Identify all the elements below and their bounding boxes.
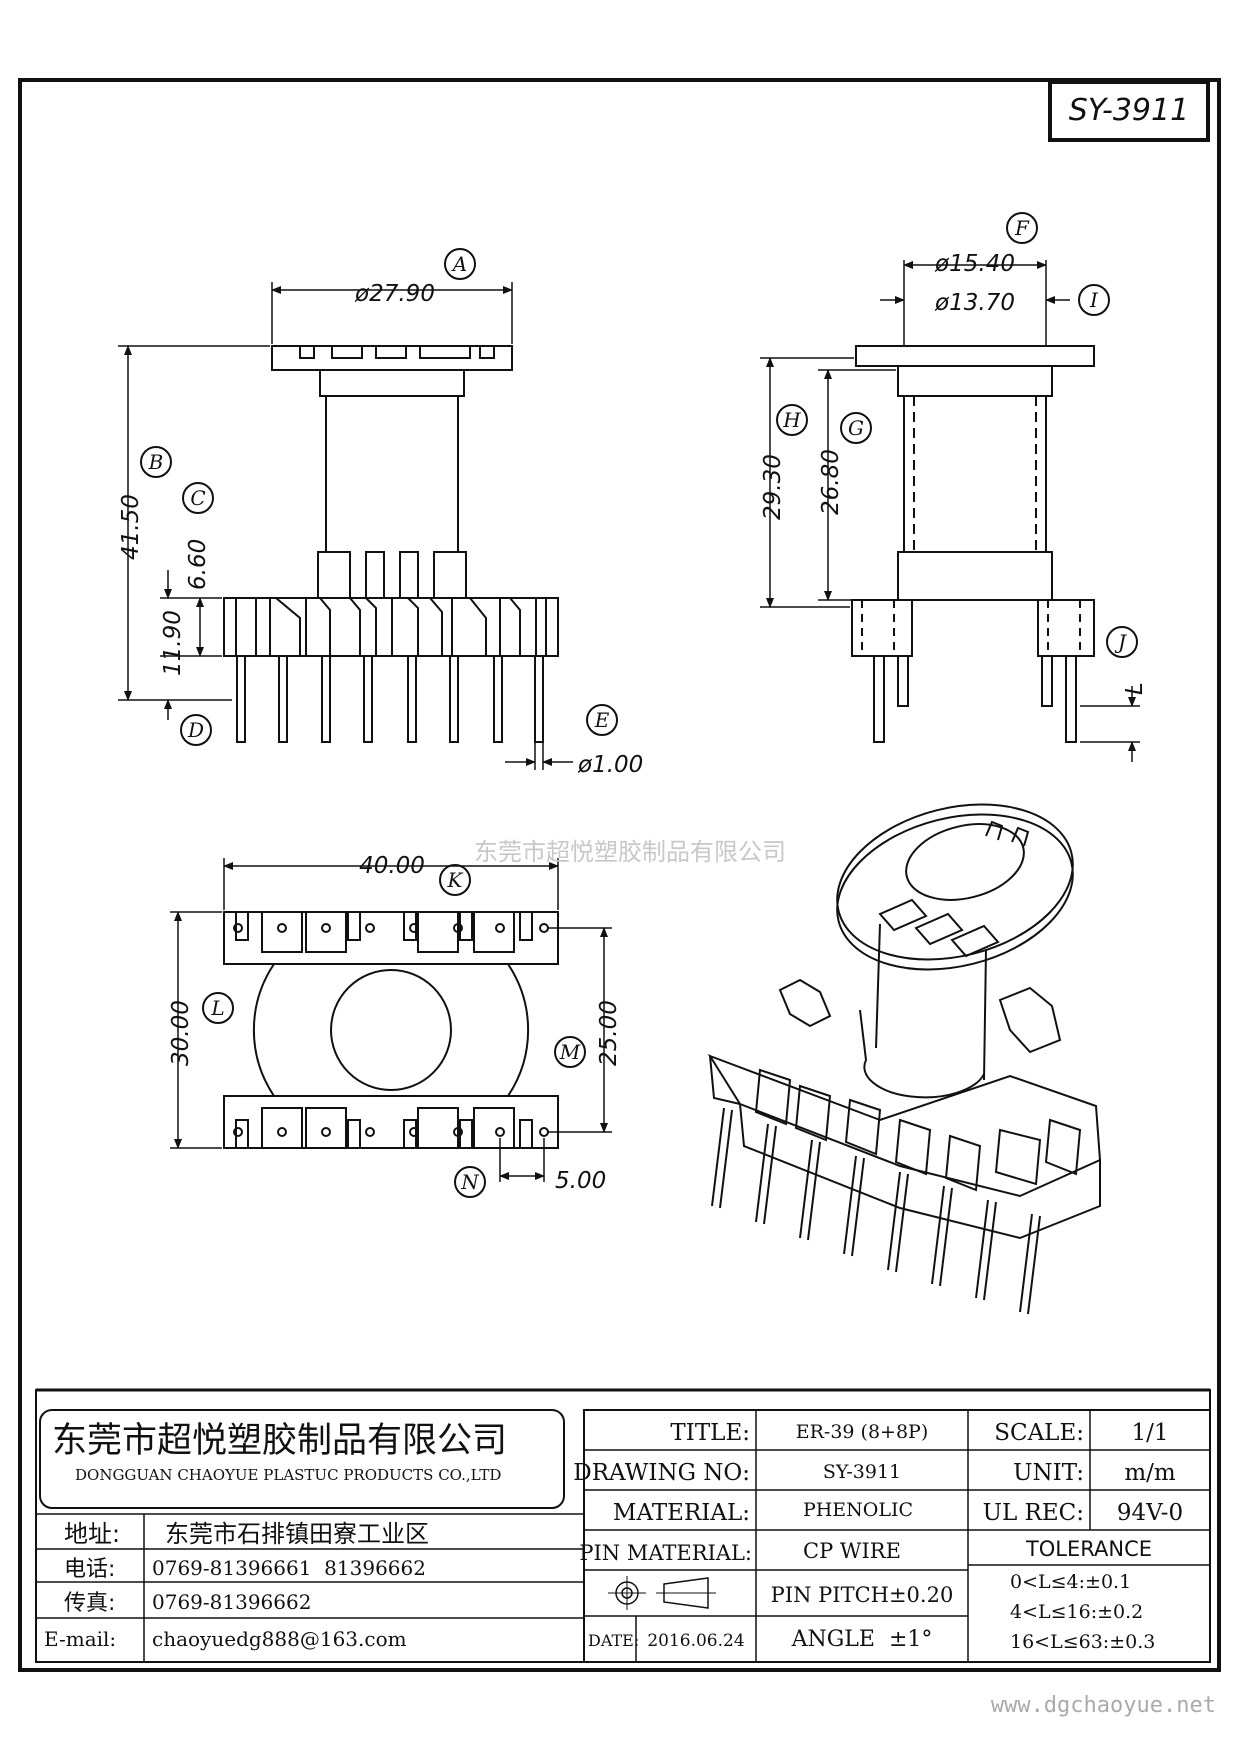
callout-label-d: D: [187, 718, 204, 742]
callout-circle-b: [140, 446, 172, 478]
side-view: [851, 345, 1095, 743]
dim-j-value: L: [1122, 682, 1148, 695]
callout-circle-f: [1006, 212, 1038, 244]
company-name-cn: 东莞市超悦塑胶制品有限公司: [52, 1421, 507, 1461]
callout-circle-e: [586, 704, 618, 736]
callout-label-k: K: [447, 868, 464, 892]
tolerance-line-3: 16<L≤63:±0.3: [1010, 1631, 1155, 1653]
scale-label: SCALE:: [994, 1420, 1084, 1446]
tolerance-line-2: 4<L≤16:±0.2: [1010, 1601, 1143, 1623]
date-label: DATE:: [588, 1631, 639, 1650]
fax-label: 传真:: [64, 1591, 115, 1616]
drawing-no-value: SY-3911: [823, 1461, 901, 1483]
callout-label-f: F: [1014, 216, 1030, 240]
callout-circle-g: [840, 412, 872, 444]
dim-h-value: 29.30: [760, 454, 786, 520]
phone-label: 电话:: [64, 1557, 115, 1582]
drawing-no-label: DRAWING NO:: [573, 1460, 750, 1486]
sheet-border: [18, 78, 1221, 1672]
dim-l-value: 30.00: [168, 1000, 194, 1066]
callout-circle-k: [439, 864, 471, 896]
date-value: 2016.06.24: [647, 1631, 744, 1651]
bottom-view-dimension-text: 40.00 30.00 25.00 5.00: [168, 853, 622, 1194]
callout-label-n: N: [460, 1170, 480, 1194]
tolerance-label: TOLERANCE: [1025, 1537, 1152, 1561]
ul-rec-label: UL REC:: [983, 1500, 1084, 1526]
front-view-dimensions: [118, 282, 573, 770]
dim-g-value: 26.80: [818, 449, 844, 515]
callout-label-e: E: [594, 708, 610, 732]
material-label: MATERIAL:: [613, 1500, 750, 1526]
callout-label-b: B: [148, 450, 164, 474]
circled-labels: A B C D E F G H I J K L M N: [140, 212, 1138, 1198]
callout-label-l: L: [210, 996, 224, 1020]
front-view-dimension-text: ø27.90 41.50 6.60 11.90 ø1.00: [118, 281, 643, 778]
unit-value: m/m: [1124, 1460, 1176, 1486]
isometric-view: [707, 803, 1102, 1315]
callout-label-c: C: [190, 486, 205, 510]
callout-label-i: I: [1089, 288, 1099, 312]
dim-f-value: ø15.40: [934, 251, 1015, 277]
dim-e-value: ø1.00: [577, 752, 643, 778]
title-value: ER-39 (8+8P): [796, 1421, 929, 1443]
pin-pitch: PIN PITCH±0.20: [771, 1583, 954, 1607]
callout-circle-i: [1078, 284, 1110, 316]
callout-label-a: A: [451, 252, 467, 276]
unit-label: UNIT:: [1013, 1460, 1084, 1486]
callout-label-j: J: [1114, 630, 1127, 654]
dim-n-value: 5.00: [555, 1168, 606, 1194]
scale-value: 1/1: [1131, 1420, 1168, 1446]
callout-circle-n: [454, 1166, 486, 1198]
dim-d-value: 11.90: [160, 610, 186, 676]
callout-label-h: H: [782, 408, 801, 432]
title-block-text: 东莞市超悦塑胶制品有限公司 DONGGUAN CHAOYUE PLASTUC P…: [44, 1420, 1183, 1653]
address-label: 地址:: [64, 1520, 120, 1548]
drawing-number: SY-3911: [1069, 93, 1189, 128]
dim-b-value: 41.50: [118, 494, 144, 560]
callout-circle-d: [180, 714, 212, 746]
front-view: [223, 345, 559, 743]
phone-value: 0769-81396661 81396662: [152, 1556, 426, 1580]
email-label: E-mail:: [44, 1627, 116, 1651]
callout-label-m: M: [559, 1040, 581, 1064]
callout-circle-c: [182, 482, 214, 514]
company-name-en: DONGGUAN CHAOYUE PLASTUC PRODUCTS CO.,LT…: [75, 1466, 501, 1484]
angle: ANGLE ±1°: [791, 1627, 933, 1652]
address-value: 东莞市石排镇田寮工业区: [165, 1520, 429, 1548]
dim-m-value: 25.00: [596, 1000, 622, 1066]
callout-circle-a: [444, 248, 476, 280]
bottom-view: [223, 911, 559, 1149]
callout-circle-h: [776, 404, 808, 436]
title-label: TITLE:: [670, 1420, 750, 1446]
side-view-dimensions: [760, 260, 1140, 762]
email-value: chaoyuedg888@163.com: [152, 1627, 407, 1651]
callout-circle-l: [202, 992, 234, 1024]
callout-circle-j: [1106, 626, 1138, 658]
dim-i-value: ø13.70: [934, 290, 1015, 316]
material-value: PHENOLIC: [803, 1499, 913, 1521]
dim-a-value: ø27.90: [354, 281, 435, 307]
website-footer: www.dgchaoyue.net: [991, 1693, 1216, 1718]
pin-material-value: CP WIRE: [803, 1539, 901, 1563]
ul-rec-value: 94V-0: [1117, 1500, 1183, 1526]
drawing-number-box: SY-3911: [1048, 80, 1210, 142]
bottom-view-dimensions: [170, 858, 612, 1182]
tolerance-line-1: 0<L≤4:±0.1: [1010, 1571, 1131, 1593]
pin-material-label: PIN MATERIAL:: [579, 1541, 752, 1565]
title-block: [35, 1388, 1211, 1663]
side-view-dimension-text: ø15.40 ø13.70 29.30 26.80 L: [760, 251, 1148, 695]
callout-label-g: G: [848, 416, 864, 440]
watermark: 东莞市超悦塑胶制品有限公司: [474, 838, 786, 866]
dim-k-value: 40.00: [359, 853, 425, 879]
dim-c-value: 6.60: [185, 539, 211, 590]
fax-value: 0769-81396662: [152, 1590, 311, 1614]
callout-circle-m: [554, 1036, 586, 1068]
